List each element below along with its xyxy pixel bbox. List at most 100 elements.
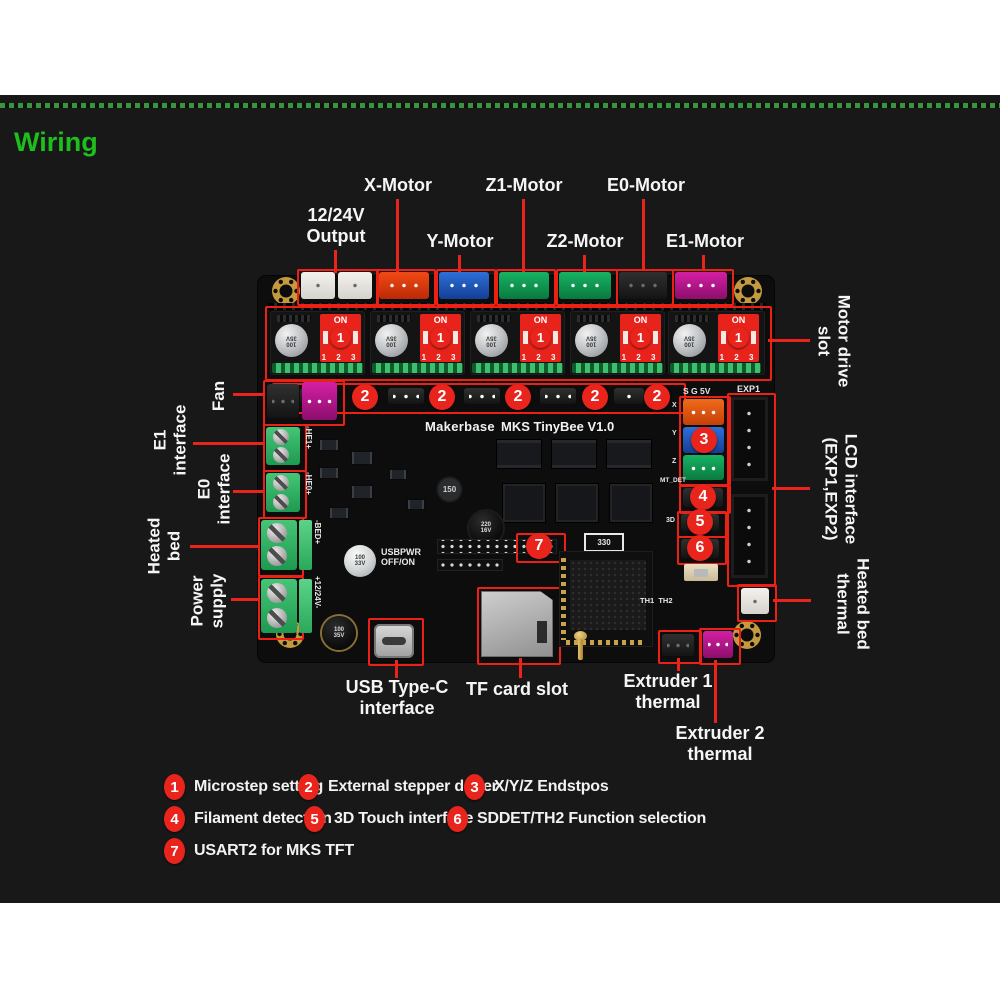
screw [273,494,289,510]
pin-header [540,388,576,404]
stepper-driver-module: 100 35V ON 1 1 2 3 [570,311,665,375]
silk-axis-y: Y [672,430,677,437]
badge-5: 5 [687,509,713,535]
stepper-driver-module: 100 35V ON 1 1 2 3 [370,311,465,375]
silk-exp1: EXP1 [737,384,761,394]
terminal-wing [299,520,312,570]
driver-socket [272,363,363,373]
leader-e0-motor [642,199,645,269]
leader-usb [395,660,398,678]
legend-item: 5 3D Touch interface [304,806,473,832]
e0-motor-connector [619,272,667,299]
leader-ext1 [677,658,680,671]
screw [273,429,289,445]
dip-switch: ON 1 1 2 3 [320,314,361,362]
screw [273,447,289,463]
leader-z1-motor [522,199,525,273]
badge-2: 2 [429,384,455,410]
label-z1-motor: Z1-Motor [485,175,563,195]
label-usb: USB Type-C interface [345,677,449,718]
leader-power [231,598,258,601]
legend-text: USART2 for MKS TFT [194,842,354,859]
badge-3: 3 [691,427,717,453]
smd-component [408,500,424,509]
smd-component [352,486,372,498]
mount-hole [734,277,762,305]
x-motor-connector-box [376,269,436,306]
esp32-module [560,552,652,646]
resistor-network [438,560,502,570]
label-ext2: Extruder 2 thermal [675,723,765,764]
capacitor-35v: 100 35V [322,616,356,650]
y-motor-connector-box [436,269,496,306]
leader-motor-drive [768,339,810,342]
dip-switch: ON 1 1 2 3 [520,314,561,362]
extruder2-thermal-box [699,628,741,665]
label-e0-motor: E0-Motor [607,175,685,195]
legend-badge-3: 3 [464,774,485,800]
label-e1-motor: E1-Motor [666,231,744,251]
output-connector-1 [301,272,335,299]
extruder1-thermal-box [658,630,702,664]
pin-header [388,388,424,404]
silk-3d: 3D [666,517,675,524]
ic-chip [607,440,651,468]
label-x-motor: X-Motor [364,175,432,195]
driver-socket [372,363,463,373]
badge-1: 1 [330,327,351,348]
leader-output [334,250,337,273]
driver-capacitor: 100 35V [673,324,706,357]
legend-badge-2: 2 [298,774,319,800]
leader-heated-bed [190,545,258,548]
leader-z2-motor [583,255,586,273]
badge-2: 2 [505,384,531,410]
silk-usbpwr: USBPWR OFF/ON [381,547,421,567]
label-tf: TF card slot [465,679,569,699]
stepper-driver-module: 100 35V ON 1 1 2 3 [470,311,565,375]
silk-he1: -HE1+ [304,426,313,449]
badge-2: 2 [644,384,670,410]
dip-switch: ON 1 1 2 3 [620,314,661,362]
terminal-wing [299,579,312,633]
silk-he0: -HE0+ [304,472,313,495]
extruder1-thermal-connector [662,634,694,656]
legend-text: 3D Touch interface [334,810,474,827]
capacitor-33v: 100 33V [344,545,376,577]
z1-motor-connector [499,272,549,299]
driver-pins [675,315,709,322]
badge-2: 2 [582,384,608,410]
screw [267,523,287,543]
extruder2-thermal-connector [703,631,733,658]
badge-6: 6 [687,535,713,561]
label-y-motor: Y-Motor [426,231,494,251]
legend-text: External stepper driver [328,778,498,795]
mount-hole [272,277,300,305]
exp1-connector [731,397,768,481]
legend-text: Microstep setting [194,778,324,795]
legend-item: 3 X/Y/Z Endstpos [464,774,609,800]
silk-brand: Makerbase [425,419,495,434]
leader-e1-motor [702,255,705,269]
legend-text: Filament detection [194,810,332,827]
driver-socket [572,363,663,373]
leader-e1 [193,442,263,445]
stepper-driver-module: 100 35V ON 1 1 2 3 [668,311,765,375]
pin-header [464,388,500,404]
label-ext1: Extruder 1 thermal [623,671,713,712]
silk-axis-z: Z [672,458,677,465]
smd-component [390,470,406,479]
usb-type-c-port [374,624,414,658]
screw [267,608,287,628]
leader-tf [519,658,522,678]
dip-switch: ON 1 1 2 3 [420,314,461,362]
label-fan: Fan [209,380,229,412]
label-e1-interface: E1 interface [150,404,189,476]
driver-socket [670,363,761,373]
fan-connector [267,384,299,418]
ic-chip [558,486,596,520]
x-endstop-connector [683,399,724,425]
ic-chip [497,440,541,468]
legend-text: X/Y/Z Endstpos [494,778,609,795]
label-z2-motor: Z2-Motor [546,231,624,251]
silk-model: MKS TinyBee V1.0 [501,419,615,434]
